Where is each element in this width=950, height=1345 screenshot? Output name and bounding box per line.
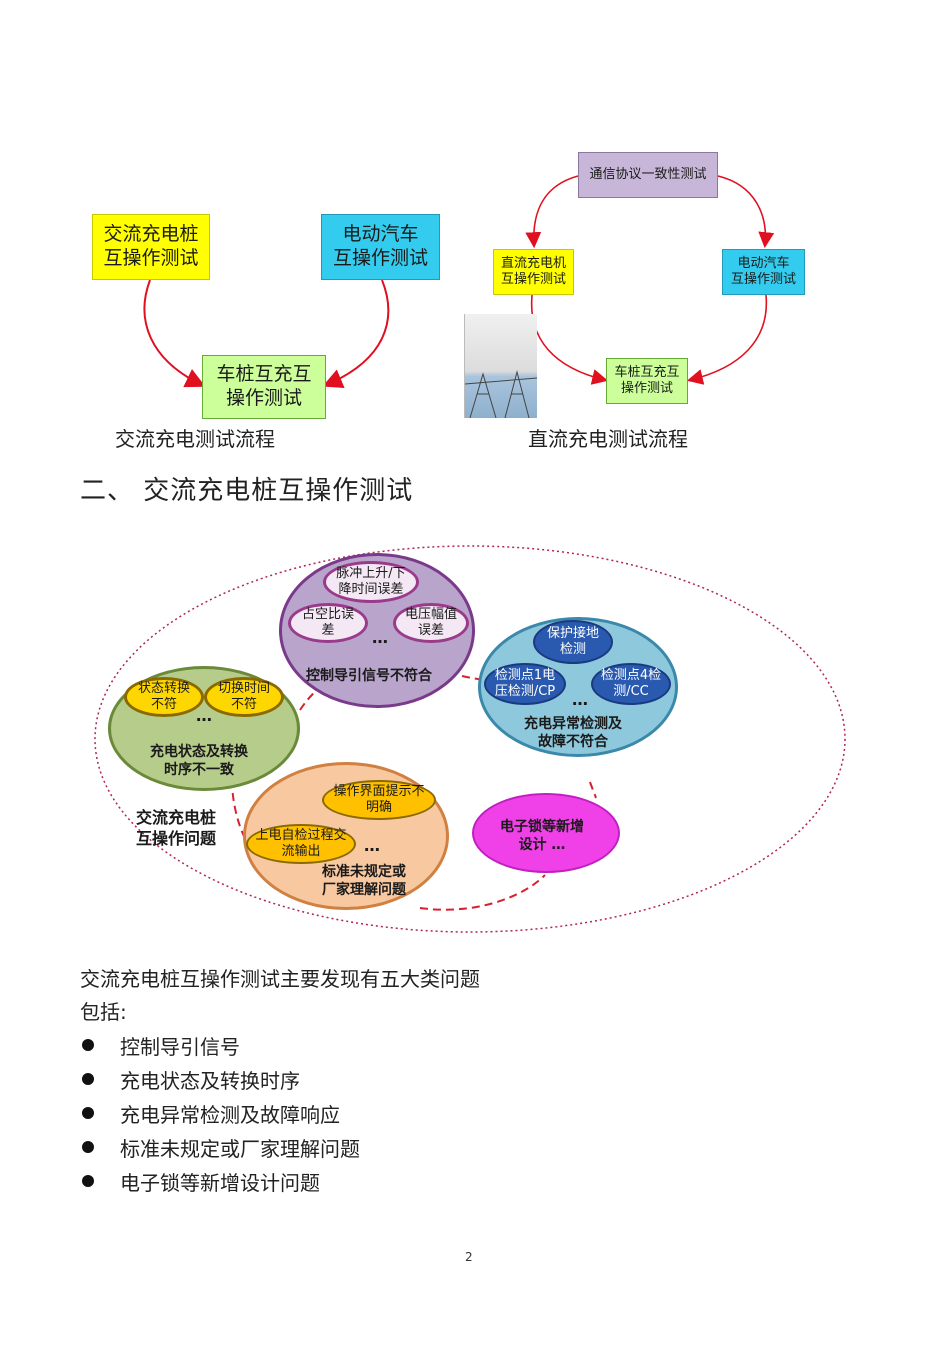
state-ellipsis: … bbox=[196, 706, 212, 725]
ac-box-interop-test: 车桩互充互 操作测试 bbox=[202, 355, 326, 419]
dc-flow-caption: 直流充电测试流程 bbox=[528, 423, 688, 452]
state-item-switch-time: 切换时间 不符 bbox=[204, 677, 284, 717]
pylon-photo-fragment bbox=[464, 314, 537, 418]
problem-list: 控制导引信号 充电状态及转换时序 充电异常检测及故障响应 标准未规定或厂家理解问… bbox=[80, 1028, 360, 1198]
list-item: 充电异常检测及故障响应 bbox=[80, 1096, 360, 1130]
list-item: 充电状态及转换时序 bbox=[80, 1062, 360, 1096]
page-number: 2 bbox=[465, 1250, 473, 1264]
state-title: 充电状态及转换 时序不一致 bbox=[150, 744, 248, 779]
dc-arrow-top-left bbox=[534, 176, 578, 245]
detect-item-cp: 检测点1电 压检测/CP bbox=[484, 663, 566, 705]
list-item: 控制导引信号 bbox=[80, 1028, 360, 1062]
bullet-icon bbox=[82, 1107, 94, 1119]
summary-line-2: 包括: bbox=[80, 996, 127, 1025]
bullet-icon bbox=[82, 1039, 94, 1051]
control-item-pulse: 脉冲上升/下 降时间误差 bbox=[323, 561, 419, 603]
ac-flow-caption: 交流充电测试流程 bbox=[115, 423, 275, 452]
state-item-transition: 状态转换 不符 bbox=[124, 677, 204, 717]
ac-arrow-right bbox=[326, 280, 388, 385]
dc-arrow-top-right bbox=[718, 176, 765, 245]
list-item: 标准未规定或厂家理解问题 bbox=[80, 1130, 360, 1164]
dc-box-interop-test: 车桩互充互 操作测试 bbox=[606, 358, 688, 404]
control-ellipsis: … bbox=[372, 628, 388, 647]
bullet-icon bbox=[82, 1073, 94, 1085]
detect-item-cc: 检测点4检 测/CC bbox=[591, 663, 671, 705]
standard-ellipsis: … bbox=[364, 836, 380, 855]
dc-box-charger-test: 直流充电机 互操作测试 bbox=[493, 249, 574, 295]
detect-item-ground: 保护接地 检测 bbox=[533, 620, 613, 664]
ac-arrow-left bbox=[144, 280, 202, 385]
detect-title: 充电异常检测及 故障不符合 bbox=[524, 716, 622, 751]
diagram-center-label: 交流充电桩 互操作问题 bbox=[136, 808, 216, 850]
control-item-voltage: 电压幅值 误差 bbox=[393, 603, 469, 643]
dc-box-vehicle-test: 电动汽车 互操作测试 bbox=[722, 249, 805, 295]
detect-ellipsis: … bbox=[572, 690, 588, 709]
ac-box-charger-test: 交流充电桩 互操作测试 bbox=[92, 214, 210, 280]
dc-box-protocol-test: 通信协议一致性测试 bbox=[578, 152, 718, 198]
list-item: 电子锁等新增设计问题 bbox=[80, 1164, 360, 1198]
standard-item-selfcheck: 上电自检过程交 流输出 bbox=[246, 824, 356, 864]
lock-title: 电子锁等新增 设计 … bbox=[500, 818, 584, 854]
dc-arrow-bottom-left bbox=[532, 295, 605, 380]
standard-item-ui: 操作界面提示不 明确 bbox=[322, 780, 436, 820]
ac-box-vehicle-test: 电动汽车 互操作测试 bbox=[321, 214, 440, 280]
control-title: 控制导引信号不符合 bbox=[306, 665, 432, 685]
standard-title: 标准未规定或 厂家理解问题 bbox=[322, 864, 406, 899]
dc-arrow-bottom-right bbox=[690, 295, 766, 380]
control-item-duty: 占空比误 差 bbox=[288, 603, 368, 643]
bullet-icon bbox=[82, 1175, 94, 1187]
section-heading: 二、 交流充电桩互操作测试 bbox=[80, 470, 413, 507]
bullet-icon bbox=[82, 1141, 94, 1153]
summary-line-1: 交流充电桩互操作测试主要发现有五大类问题 bbox=[80, 963, 480, 992]
